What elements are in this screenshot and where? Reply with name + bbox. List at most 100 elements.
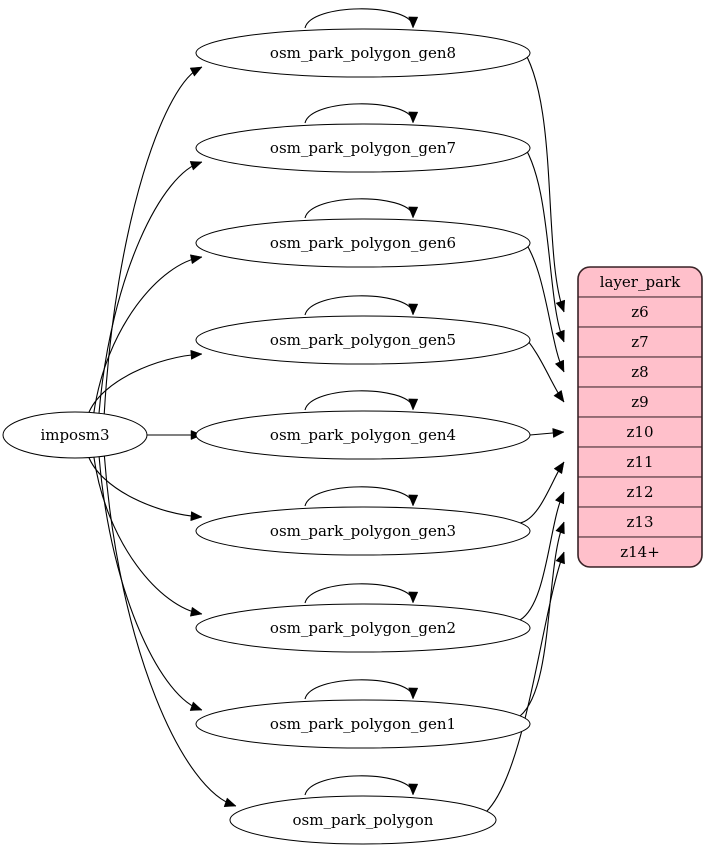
table-row[interactable]: z9	[578, 386, 702, 418]
self-loop-arrow-gen1	[408, 687, 419, 700]
table-header-label: layer_park	[600, 273, 681, 291]
self-loop-arrow-gen8	[408, 16, 419, 29]
table-row-label: z14+	[620, 543, 660, 561]
arrowhead-to-gen2	[189, 606, 203, 617]
table-cell-background	[578, 326, 702, 358]
edge-gen7-to-z7	[519, 139, 565, 343]
self-loop-gen3	[304, 486, 414, 507]
table-row[interactable]: z11	[578, 446, 702, 478]
arrowhead-to-gen8	[189, 66, 203, 77]
table-row[interactable]: z14+	[578, 536, 702, 567]
table-row-label: z11	[627, 453, 654, 471]
edge-gen3-to-z11	[519, 461, 565, 524]
arrowhead-to-gen7	[189, 161, 203, 171]
node-shape	[195, 123, 531, 173]
edge-imposm3-to-gen7	[98, 161, 203, 415]
node-label: osm_park_polygon_gen5	[270, 331, 456, 349]
self-loop-arrow-gen3	[408, 494, 419, 507]
self-loop-gen7	[304, 103, 414, 124]
self-loop-arrow-gen4	[408, 398, 419, 411]
edge-gen1-to-z13	[519, 521, 565, 717]
node-shape	[195, 603, 531, 653]
table-node-layer: layer_park z6 z7 z8 z9 z10 z11 z12 z13 z14+	[577, 266, 703, 568]
arrowhead-gen5-z9	[553, 389, 565, 403]
self-loop-arrow-gen5	[408, 303, 419, 316]
table-cell-background	[578, 446, 702, 478]
arrowhead-base-z14+	[555, 551, 565, 565]
edge-gen8-to-z6	[519, 44, 565, 313]
node-label: osm_park_polygon	[293, 811, 434, 829]
node-shape	[229, 795, 497, 845]
arrowhead-gen8-z6	[555, 299, 566, 313]
node-gen5[interactable]: osm_park_polygon_gen5	[195, 315, 531, 365]
self-loop-base	[304, 775, 414, 796]
node-shape	[195, 699, 531, 749]
edge-imposm3-to-base	[103, 455, 237, 807]
arrowhead-to-gen1	[189, 701, 203, 711]
node-gen1[interactable]: osm_park_polygon_gen1	[195, 699, 531, 749]
self-loop-arrow-base	[408, 783, 419, 796]
arrowhead-gen3-z11	[553, 461, 565, 475]
table-rows-group: layer_park z6 z7 z8 z9 z10 z11 z12 z13 z14+	[578, 267, 702, 567]
node-base[interactable]: osm_park_polygon	[229, 795, 497, 845]
node-label: imposm3	[40, 426, 109, 444]
node-gen7[interactable]: osm_park_polygon_gen7	[195, 123, 531, 173]
arrowhead-gen1-z13	[555, 521, 565, 535]
nodes-layer: osm_park_polygon_gen8 osm_park_polygon_ge…	[2, 28, 531, 845]
node-gen3[interactable]: osm_park_polygon_gen3	[195, 506, 531, 556]
self-loop-arrow-gen7	[408, 111, 419, 124]
edge-gen2-to-z12	[519, 491, 565, 621]
edge-imposm3-to-gen6	[93, 256, 203, 415]
table-row[interactable]: z10	[578, 416, 702, 448]
node-gen6[interactable]: osm_park_polygon_gen6	[195, 218, 531, 268]
arrowhead-gen7-z7	[555, 329, 565, 343]
table-header-row[interactable]: layer_park	[578, 267, 702, 298]
node-shape	[195, 506, 531, 556]
self-loop-arrow-gen6	[408, 206, 419, 219]
table-cell-background	[578, 416, 702, 448]
table-row-label: z12	[627, 483, 654, 501]
table-row-label: z13	[627, 513, 654, 531]
node-label: osm_park_polygon_gen7	[270, 139, 456, 157]
node-imposm3[interactable]: imposm3	[2, 411, 148, 459]
table-row[interactable]: z13	[578, 506, 702, 538]
self-loop-gen1	[304, 679, 414, 700]
arrowhead-gen4-z10	[552, 428, 565, 438]
table-cell-background	[578, 536, 702, 567]
node-label: osm_park_polygon_gen6	[270, 234, 456, 252]
node-shape	[2, 411, 148, 459]
node-gen2[interactable]: osm_park_polygon_gen2	[195, 603, 531, 653]
table-row[interactable]: z8	[578, 356, 702, 388]
table-row-label: z7	[631, 333, 648, 351]
node-label: osm_park_polygon_gen2	[270, 619, 456, 637]
node-label: osm_park_polygon_gen1	[270, 715, 456, 733]
table-row[interactable]: z7	[578, 326, 702, 358]
self-loop-gen4	[304, 390, 414, 411]
table-row[interactable]: z6	[578, 296, 702, 328]
node-shape	[195, 410, 531, 460]
node-label: osm_park_polygon_gen8	[270, 44, 456, 62]
table-row[interactable]: z12	[578, 476, 702, 508]
node-label: osm_park_polygon_gen4	[270, 426, 456, 444]
table-row-label: z10	[627, 423, 654, 441]
node-label: osm_park_polygon_gen3	[270, 522, 456, 540]
self-loop-gen2	[304, 583, 414, 604]
arrowhead-gen2-z12	[554, 491, 565, 505]
table-row-label: z8	[631, 363, 648, 381]
table-row-label: z6	[631, 303, 648, 321]
edge-imposm3-to-gen5	[87, 353, 203, 415]
self-loop-arrow-gen2	[408, 591, 419, 604]
self-loop-gen8	[304, 8, 414, 29]
node-shape	[195, 315, 531, 365]
node-gen4[interactable]: osm_park_polygon_gen4	[195, 410, 531, 460]
table-row-label: z9	[631, 393, 648, 411]
arrowhead-to-gen3	[190, 511, 203, 522]
edge-gen6-to-z8	[519, 234, 565, 373]
self-loop-gen6	[304, 198, 414, 219]
table-cell-background	[578, 356, 702, 388]
self-loop-gen5	[304, 295, 414, 316]
edge-imposm3-to-gen3	[87, 455, 203, 518]
node-gen8[interactable]: osm_park_polygon_gen8	[195, 28, 531, 78]
